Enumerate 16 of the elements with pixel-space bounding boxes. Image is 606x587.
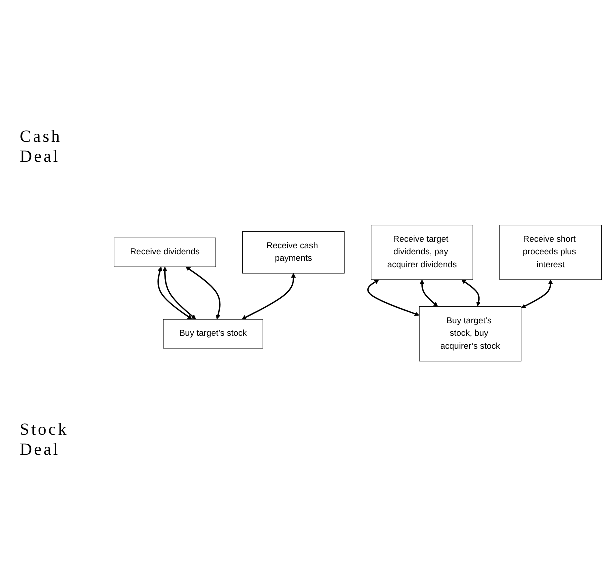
section-label: Stock Deal [20, 420, 70, 460]
node-box: Receive target dividends, pay acquirer dividends [371, 225, 474, 280]
arrow [242, 273, 296, 320]
node-box: Receive cash payments [242, 232, 345, 274]
arrow [158, 267, 192, 320]
arrow [186, 267, 221, 320]
node-box: Buy target’s stock [163, 319, 264, 349]
arrow [368, 280, 420, 316]
node-box: Buy target’s stock, buy acquirer’s stock [419, 306, 522, 362]
arrow [162, 267, 196, 320]
section-label: Cash Deal [20, 126, 63, 167]
arrow [521, 280, 554, 309]
node-box: Receive short proceeds plus interest [500, 225, 602, 280]
arrow [462, 280, 482, 307]
node-box: Receive dividends [114, 238, 216, 268]
arrow [420, 280, 438, 307]
